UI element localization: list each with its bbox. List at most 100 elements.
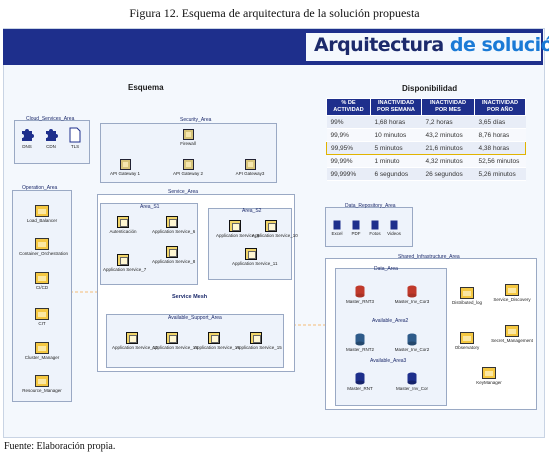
- distributed-log-label: Distributed_log: [451, 300, 483, 305]
- table-cell: 52,56 minutos: [474, 154, 526, 168]
- app-service-12-node: Application Service_12: [112, 332, 158, 350]
- operation-area-label: Operation_Area: [22, 185, 58, 191]
- cicd-node: CI/CD: [19, 272, 65, 290]
- app-service-15-node: Application Service_15: [236, 332, 282, 350]
- gateway-1-label: API Gateway 1: [109, 171, 140, 176]
- window-icon: [505, 325, 519, 337]
- keymanager-label: KeyManager: [476, 380, 502, 385]
- app-service-9-node: Application Service_9: [216, 220, 259, 238]
- area-s1: [100, 203, 198, 285]
- gateway-3-node: API Gateway3: [233, 159, 267, 176]
- table-cell: 10 minutos: [370, 128, 422, 142]
- service-icon: [117, 216, 129, 228]
- figure-source: Fuente: Elaboración propia.: [4, 441, 116, 452]
- table-cell: 99,95%: [326, 141, 371, 155]
- window-icon: [35, 205, 49, 217]
- master-inv-cor3-node: Master_Inv_Cor3: [392, 285, 432, 304]
- cicd-label: CI/CD: [35, 285, 49, 290]
- service-discovery-label: Service_Discovery: [493, 297, 531, 302]
- esquema-heading: Esquema: [128, 83, 164, 92]
- spreadsheet-icon: [333, 220, 341, 230]
- gateway-icon: [119, 159, 131, 170]
- table-header-row: % DE ACTIVIDAD INACTIVIDAD POR SEMANA IN…: [326, 98, 526, 116]
- window-icon: [505, 284, 519, 296]
- authentication-label: Autenticación: [109, 229, 137, 234]
- table-cell: 4,32 minutos: [421, 154, 475, 168]
- cdn-node: CDN: [36, 127, 66, 149]
- available-area2-label: Available_Area2: [372, 318, 409, 324]
- window-icon: [460, 332, 474, 344]
- tls-label: TLS: [70, 144, 80, 149]
- pdf-label: PDF: [351, 231, 361, 236]
- cluster-manager-node: Cluster_Manager: [19, 342, 65, 360]
- table-cell: 21,6 minutos: [421, 141, 475, 155]
- database-icon: [355, 285, 365, 298]
- service-icon: [117, 254, 129, 266]
- master-inv-cor2-label: Master_Inv_Cor2: [394, 347, 430, 352]
- gateway-3-label: API Gateway3: [235, 171, 265, 176]
- gateway-2-label: API Gateway 2: [172, 171, 203, 176]
- gateway-icon: [244, 159, 256, 170]
- window-icon: [35, 375, 49, 387]
- secret-management-label: Secret_Management: [491, 338, 533, 343]
- window-icon: [35, 272, 49, 284]
- app-service-12-label: Application Service_12: [112, 345, 158, 350]
- disponibilidad-heading: Disponibilidad: [402, 84, 458, 93]
- dns-node: DNS: [12, 127, 42, 149]
- cit-node: CIT: [19, 308, 65, 326]
- master-rnt-node: Master_RNT: [343, 372, 377, 391]
- master-inv-cor2-node: Master_Inv_Cor2: [392, 333, 432, 352]
- master-rnt3-label: Master_RNT3: [345, 299, 374, 304]
- resource-manager-label: Resource_Manager: [22, 388, 62, 393]
- app-service-6-node: Application Service_6: [152, 216, 196, 234]
- figure-caption: Figura 12. Esquema de arquitectura de la…: [129, 6, 420, 20]
- app-service-13-node: Application Service_13: [152, 332, 198, 350]
- puzzle-icon: [46, 129, 58, 141]
- photo-icon: [371, 220, 379, 230]
- app-service-7-label: Application Service_7: [103, 267, 147, 272]
- video-icon: [390, 220, 398, 230]
- cit-label: CIT: [38, 321, 46, 326]
- gateway-2-node: API Gateway 2: [171, 159, 205, 176]
- pdf-icon: [352, 220, 360, 230]
- window-icon: [460, 287, 474, 299]
- observatory-label: Observatory: [454, 345, 480, 350]
- operation-area: [12, 190, 72, 402]
- secret-management-node: Secret_Management: [490, 325, 534, 343]
- window-icon: [35, 342, 49, 354]
- document-icon: [69, 127, 81, 143]
- gateway-1-node: API Gateway 1: [108, 159, 142, 176]
- service-icon: [126, 332, 138, 344]
- app-service-6-label: Application Service_6: [152, 229, 196, 234]
- service-mesh-label: Service Mesh: [172, 294, 208, 300]
- fotos-node: Fotos: [364, 220, 386, 236]
- firewall-label: Firewall: [180, 141, 196, 146]
- service-icon: [245, 248, 257, 260]
- service-icon: [229, 220, 241, 232]
- title-backdrop: [306, 33, 541, 61]
- firewall-icon: [182, 129, 194, 140]
- master-rnt-label: Master_RNT: [347, 386, 373, 391]
- cdn-label: CDN: [46, 144, 56, 149]
- table-cell: 8,76 horas: [474, 128, 526, 142]
- cluster-manager-label: Cluster_Manager: [24, 355, 60, 360]
- container-orchestration-label: Container_Orchestration: [19, 251, 69, 256]
- videos-node: Videos: [383, 220, 405, 236]
- excel-label: Excel: [331, 231, 343, 236]
- window-icon: [35, 238, 49, 250]
- app-service-8-node: Application Service_8: [152, 246, 195, 264]
- app-service-11-node: Application Service_11: [232, 248, 278, 266]
- keymanager-node: KeyManager: [470, 367, 508, 385]
- service-icon: [208, 332, 220, 344]
- data-repository-label: Data_Repository_Area: [345, 203, 396, 209]
- service-icon: [250, 332, 262, 344]
- service-icon: [166, 246, 178, 258]
- col-header: INACTIVIDAD POR MES: [421, 98, 475, 116]
- service-icon: [166, 332, 178, 344]
- app-service-11-label: Application Service_11: [232, 261, 278, 266]
- availability-table: % DE ACTIVIDAD INACTIVIDAD POR SEMANA IN…: [326, 98, 526, 181]
- table-cell: 5 minutos: [370, 141, 422, 155]
- security-area-label: Security_Area: [180, 117, 212, 123]
